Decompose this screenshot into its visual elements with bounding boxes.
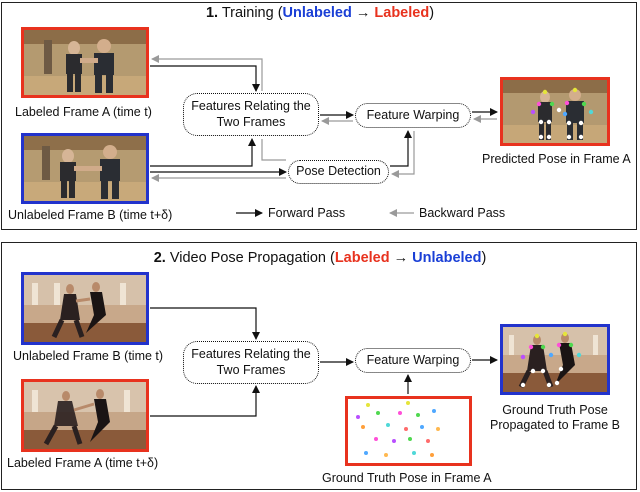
labeled-frame-a-dance-image: [21, 379, 149, 452]
title-labeled: Labeled: [374, 5, 430, 21]
backward-arrow-features-to-frame-a: [151, 55, 263, 91]
unlabeled-frame-b-image: [21, 133, 149, 204]
arrow-dance-b-to-features: [150, 307, 260, 340]
backward-arrow-features-to-pose: [261, 139, 286, 161]
unlabeled-frame-b-label: Unlabeled Frame B (time t+δ): [8, 208, 173, 222]
arrow-frame-a-to-features: [150, 65, 260, 92]
propagated-pose-label-line-1: Ground Truth Pose: [502, 403, 608, 417]
labeled-frame-a-label: Labeled Frame A (time t): [15, 105, 152, 119]
propagation-title: 2. Video Pose Propagation (Labeled → Unl…: [153, 250, 487, 266]
training-title: 1. Training (Unlabeled → Labeled): [205, 5, 435, 21]
arrow-pose-detection-to-warping: [390, 130, 412, 167]
ground-truth-pose-label: Ground Truth Pose in Frame A: [322, 471, 492, 485]
arrow-frame-b-to-features: [150, 138, 256, 167]
title-unlabeled: Unlabeled: [282, 5, 352, 21]
predicted-pose-label: Predicted Pose in Frame A: [482, 152, 631, 166]
title-unlabeled: Unlabeled: [412, 250, 482, 266]
propagated-pose-label-line-2: Propagated to Frame B: [490, 418, 620, 432]
pose-detection-node: Pose Detection: [288, 160, 389, 184]
labeled-frame-a-image: [21, 27, 149, 98]
labeled-frame-a-dance-label: Labeled Frame A (time t+δ): [7, 456, 159, 470]
unlabeled-frame-b-dance-image: [21, 272, 149, 345]
arrow-dance-a-to-features: [150, 385, 260, 417]
backward-arrow-warping-to-pose: [391, 131, 415, 178]
features-relating-node-2: Features Relating the Two Frames: [183, 341, 319, 384]
ground-truth-pose-image: [345, 396, 472, 466]
legend-backward-label: Backward Pass: [419, 206, 506, 220]
feature-warping-node-2: Feature Warping: [355, 348, 471, 373]
predicted-pose-image: [500, 77, 610, 146]
unlabeled-frame-b-dance-label: Unlabeled Frame B (time t): [13, 349, 164, 363]
legend-forward-label: Forward Pass: [268, 206, 346, 220]
feature-warping-node-1: Feature Warping: [355, 103, 471, 128]
title-labeled: Labeled: [334, 250, 390, 266]
propagated-pose-image: [500, 324, 610, 395]
features-relating-node-1: Features Relating the Two Frames: [183, 93, 319, 136]
